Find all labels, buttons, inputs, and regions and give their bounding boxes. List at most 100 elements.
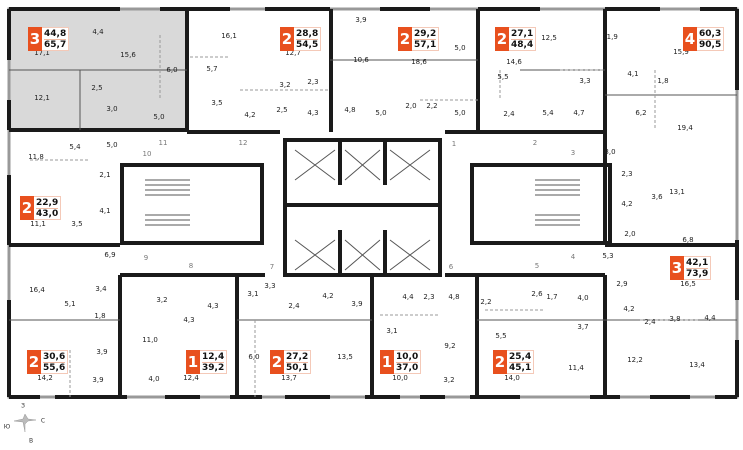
room-area: 6,8 xyxy=(682,236,694,244)
room-area: 18,6 xyxy=(411,58,427,66)
room-area: 4,8 xyxy=(448,293,460,301)
room-count: 3 xyxy=(28,27,42,51)
room-area: 16,5 xyxy=(680,280,696,288)
room-area: 12,1 xyxy=(34,94,50,102)
room-area: 11,4 xyxy=(568,364,584,372)
room-area: 5,0 xyxy=(375,109,387,117)
room-area: 4,3 xyxy=(183,316,195,324)
room-area: 3,9 xyxy=(92,376,104,384)
room-area: 3,1 xyxy=(386,327,398,335)
room-count: 2 xyxy=(270,350,284,374)
room-area: 3,3 xyxy=(579,77,591,85)
room-area: 5,7 xyxy=(206,65,218,73)
total-area: 73,9 xyxy=(686,268,709,279)
total-area: 50,1 xyxy=(286,362,309,373)
room-area: 16,1 xyxy=(221,32,237,40)
compass-south-label: В xyxy=(28,437,34,445)
room-area: 4,0 xyxy=(577,294,589,302)
room-area: 16,4 xyxy=(29,286,45,294)
room-area: 4,1 xyxy=(99,207,111,215)
room-area: 4,4 xyxy=(92,28,104,36)
room-area: 2,0 xyxy=(624,230,636,238)
room-area: 2,5 xyxy=(276,106,288,114)
room-area: 6,0 xyxy=(166,66,178,74)
room-area: 2,3 xyxy=(423,293,435,301)
room-area: 12,7 xyxy=(285,49,301,57)
room-area: 3,2 xyxy=(279,81,291,89)
room-area: 14,6 xyxy=(506,58,522,66)
room-area: 2,2 xyxy=(480,298,492,306)
room-area: 3,2 xyxy=(156,296,168,304)
room-count: 4 xyxy=(683,27,697,51)
total-area: 55,6 xyxy=(43,362,66,373)
room-area: 1,8 xyxy=(657,77,669,85)
room-area: 9,2 xyxy=(444,342,456,350)
total-area: 37,0 xyxy=(396,362,419,373)
room-count: 2 xyxy=(398,27,412,51)
room-count: 3 xyxy=(670,256,684,280)
room-area: 8,0 xyxy=(604,148,616,156)
living-area: 10,0 xyxy=(396,351,419,363)
living-area: 60,3 xyxy=(699,28,722,40)
door-number: 2 xyxy=(532,139,538,147)
room-area: 13,5 xyxy=(337,353,353,361)
room-area: 1,8 xyxy=(94,312,106,320)
room-count: 2 xyxy=(280,27,294,51)
room-count: 2 xyxy=(493,350,507,374)
total-area: 39,2 xyxy=(202,362,225,373)
living-area: 25,4 xyxy=(509,351,532,363)
room-area: 1,7 xyxy=(546,293,558,301)
room-area: 4,2 xyxy=(244,111,256,119)
door-number: 4 xyxy=(570,253,576,261)
room-area: 3,6 xyxy=(651,193,663,201)
door-number: 3 xyxy=(570,149,576,157)
room-area: 10,0 xyxy=(392,374,408,382)
room-area: 19,4 xyxy=(677,124,693,132)
room-area: 4,7 xyxy=(573,109,585,117)
living-area: 29,2 xyxy=(414,28,437,40)
room-area: 10,6 xyxy=(353,56,369,64)
room-area: 2,3 xyxy=(621,170,633,178)
room-area: 5,4 xyxy=(542,109,554,117)
room-area: 4,4 xyxy=(704,314,716,322)
room-count: 2 xyxy=(27,350,41,374)
room-area: 2,4 xyxy=(503,110,515,118)
room-area: 3,5 xyxy=(71,220,83,228)
room-area: 3,1 xyxy=(247,290,259,298)
room-area: 3,9 xyxy=(96,348,108,356)
room-area: 2,3 xyxy=(307,78,319,86)
compass-east-label: С xyxy=(40,417,46,425)
room-area: 11,0 xyxy=(142,336,158,344)
living-area: 28,8 xyxy=(296,28,319,40)
compass-north-label: З xyxy=(21,402,25,410)
room-area: 3,7 xyxy=(577,323,589,331)
door-number: 9 xyxy=(143,254,149,262)
room-area: 5,0 xyxy=(153,113,165,121)
room-area: 13,7 xyxy=(281,374,297,382)
room-area: 11,1 xyxy=(30,220,46,228)
room-area: 2,5 xyxy=(91,84,103,92)
living-area: 30,6 xyxy=(43,351,66,363)
room-area: 3,8 xyxy=(669,315,681,323)
room-area: 2,2 xyxy=(426,102,438,110)
living-area: 27,2 xyxy=(286,351,309,363)
room-area: 5,4 xyxy=(69,143,81,151)
total-area: 54,5 xyxy=(296,39,319,50)
room-count: 1 xyxy=(186,350,200,374)
room-area: 3,0 xyxy=(106,105,118,113)
room-area: 4,0 xyxy=(148,375,160,383)
door-number: 7 xyxy=(269,263,275,271)
room-area: 2,4 xyxy=(288,302,300,310)
